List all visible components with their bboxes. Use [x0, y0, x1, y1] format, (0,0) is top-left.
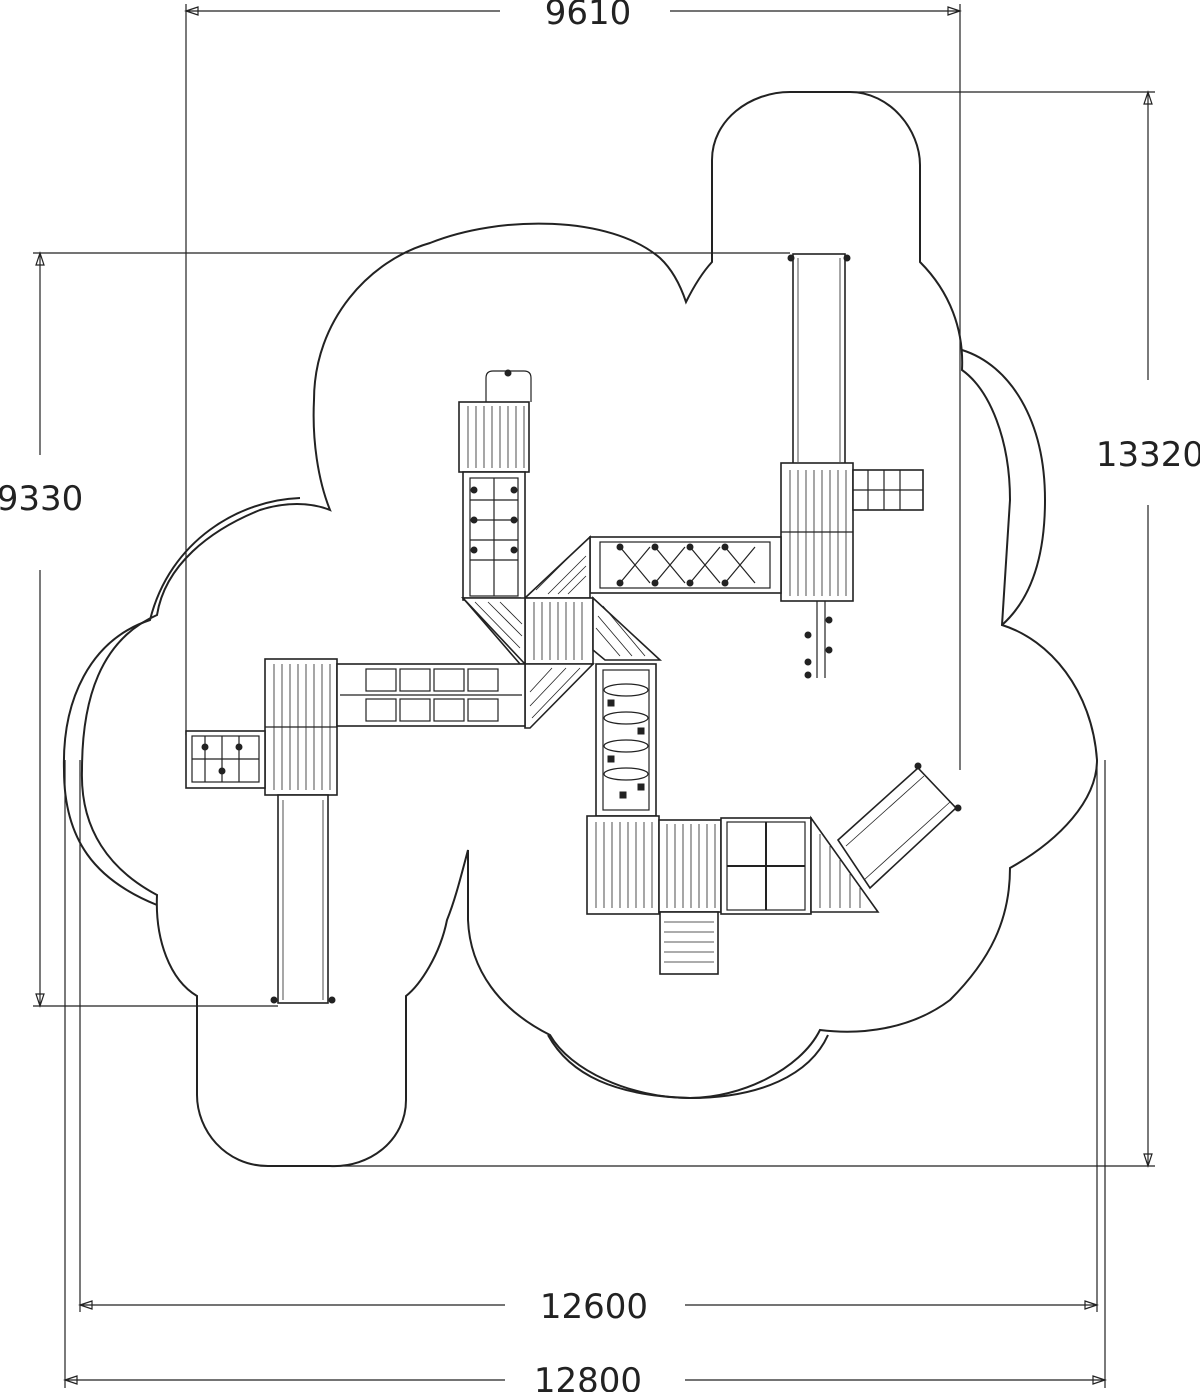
tower-left	[185, 658, 338, 796]
safety-zone-outer-left	[62, 497, 301, 906]
dim-bottom-inner-label: 12600	[540, 1287, 648, 1327]
dim-bottom-outer-label: 12800	[534, 1361, 642, 1392]
bridge-top	[589, 536, 782, 594]
dimension-right-13320: 13320	[330, 90, 1200, 1168]
dim-top-width-label: 9610	[545, 0, 632, 33]
safety-zone-outer-bottom	[547, 1034, 829, 1100]
dim-left-height-label: 9330	[0, 479, 83, 519]
center-hub	[461, 535, 663, 729]
tower-top-right	[780, 462, 924, 679]
slide-top-right	[787, 253, 851, 465]
climbing-tube-center	[595, 663, 657, 817]
safety-zone-outer-right	[961, 349, 1047, 626]
bridge-left	[336, 663, 526, 727]
tower-bottom	[586, 815, 880, 975]
dimension-bottom-12600: 12600	[78, 760, 1099, 1327]
dimension-left-9330: 9330	[0, 251, 790, 1008]
slide-bottom-left	[270, 794, 336, 1004]
dim-right-height-label: 13320	[1096, 435, 1200, 475]
safety-zone-outline	[80, 91, 1099, 1168]
slide-bottom-right	[836, 762, 962, 890]
dimension-top-9610: 9610	[184, 0, 962, 770]
tower-top-left	[458, 369, 532, 601]
dimension-bottom-12800: 12800	[63, 760, 1107, 1392]
